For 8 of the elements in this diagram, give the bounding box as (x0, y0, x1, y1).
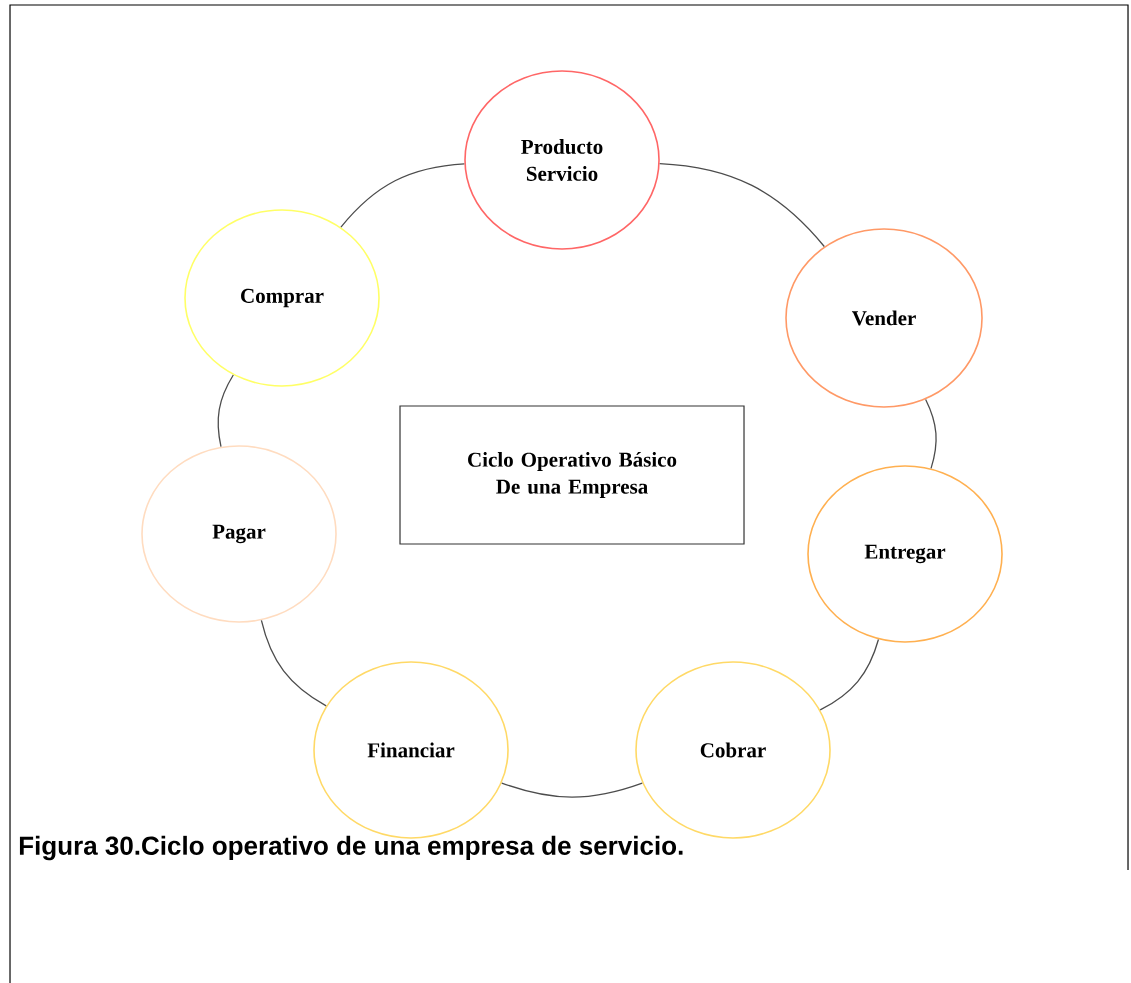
connector-arc (340, 163, 465, 228)
connector-arc (260, 619, 327, 707)
title-box: Ciclo Operativo Básico De una Empresa (399, 405, 745, 545)
connector-arc (925, 398, 937, 470)
connector-arc (819, 638, 880, 711)
connector-arc (501, 782, 643, 798)
connector-arc (217, 374, 234, 448)
connector-arc (659, 163, 825, 248)
